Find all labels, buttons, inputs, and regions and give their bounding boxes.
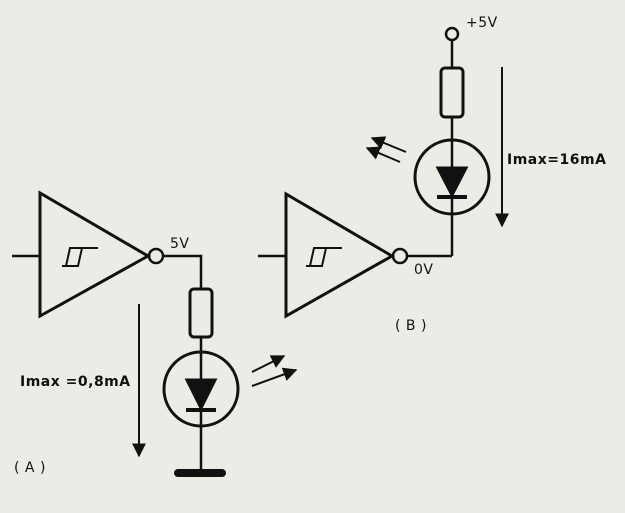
circuit-a-current-label: Imax =0,8mA <box>20 374 131 390</box>
circuit-a-light-arrow-2 <box>251 367 298 387</box>
circuit-b-resistor <box>439 66 465 119</box>
circuit-a-light-arrow-1 <box>251 355 286 373</box>
circuit-b-light-arrow-1 <box>370 136 407 153</box>
circuit-a-output-bubble <box>147 247 165 265</box>
circuit-a <box>12 190 298 477</box>
circuit-b-inverter <box>284 191 396 319</box>
circuit-b-output-voltage-label: 0V <box>414 262 434 278</box>
circuit-b-supply-label: +5V <box>466 15 498 31</box>
circuit-a-caption: ( A ) <box>14 460 46 476</box>
circuit-a-diode-triangle <box>184 378 218 412</box>
circuit-b-diode-triangle <box>435 166 469 199</box>
circuit-a-output-wire <box>163 254 203 289</box>
circuit-a-resistor <box>188 287 214 339</box>
circuit-b <box>258 26 509 319</box>
circuit-b-schmitt-symbol <box>306 247 342 267</box>
circuit-b-light-arrow-2 <box>365 146 401 163</box>
circuit-a-inverter <box>38 190 152 319</box>
circuit-b-caption: ( B ) <box>395 318 427 334</box>
circuit-b-current-label: Imax=16mA <box>507 152 607 168</box>
circuit-a-output-voltage-label: 5V <box>170 236 190 252</box>
circuit-a-schmitt-symbol <box>62 247 98 267</box>
circuit-b-output-bubble <box>391 247 409 265</box>
circuit-b-supply-terminal <box>444 26 460 42</box>
